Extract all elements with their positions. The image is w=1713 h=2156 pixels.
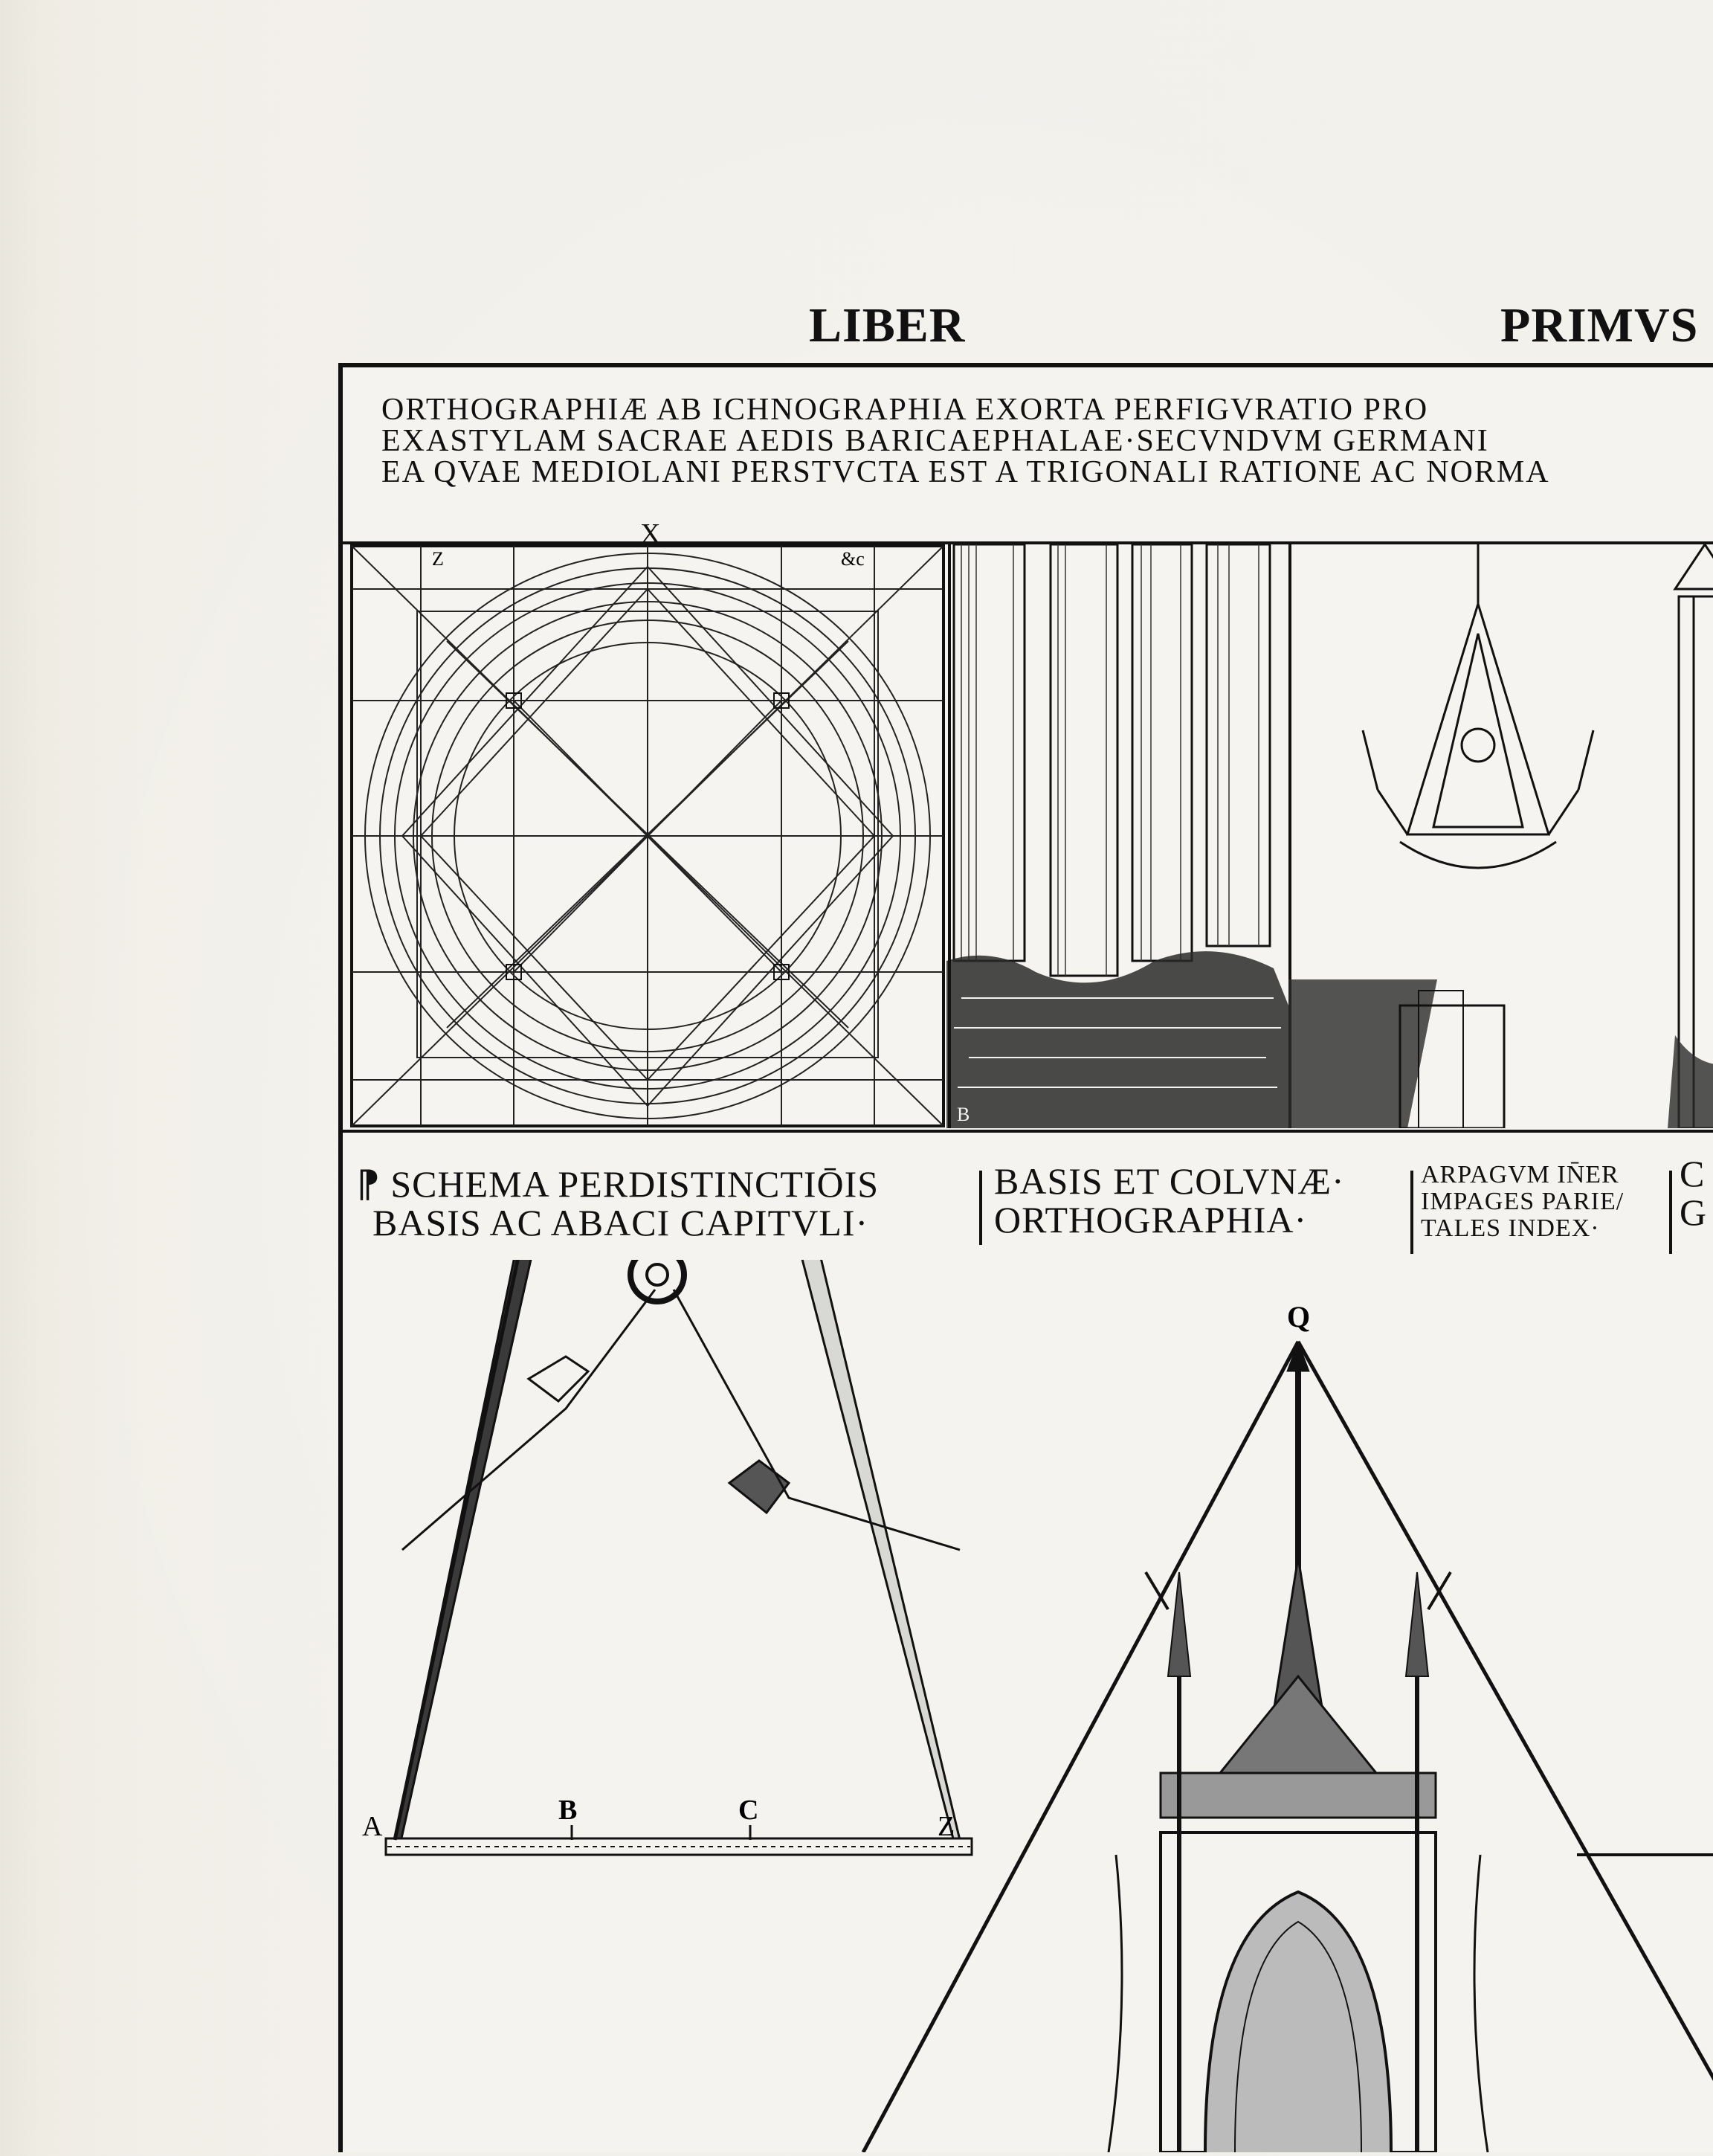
caption-basis-line-2: ORTHOGRAPHIA·	[994, 1199, 1308, 1240]
pendant-canopy-figure	[1288, 544, 1713, 1128]
plate-title: ORTHOGRAPHIÆ AB ICHNOGRAPHIA EXORTA PERF…	[381, 394, 1713, 488]
caption-arpagum-line-3: TALES INDEX·	[1421, 1214, 1600, 1242]
running-head-right: PRIMVS	[1500, 298, 1699, 353]
caption-schema-line-1: ⁋ SCHEMA PERDISTINCTIŌIS	[356, 1163, 880, 1205]
title-line-2: EXASTYLAM SACRAE AEDIS BARICAEPHALAE·SEC…	[381, 424, 1489, 458]
title-line-1: ORTHOGRAPHIÆ AB ICHNOGRAPHIA EXORTA PERF…	[381, 393, 1429, 427]
plan-label-x: X	[662, 544, 683, 545]
ground-plan-figure: X Z &c	[350, 544, 945, 1128]
lower-figures: A B C Z	[343, 840, 1713, 2154]
compass-label-b: B	[558, 1795, 577, 1826]
figure-rule	[343, 1130, 1713, 1133]
caption-bracket-3	[1669, 1171, 1672, 1254]
compass-label-z: Z	[938, 1811, 955, 1842]
compass-label-a: A	[362, 1811, 383, 1842]
column-base-figure: B	[946, 544, 1288, 1128]
paragraph-mark-icon: ⁋	[356, 1163, 391, 1205]
caption-schema-line-2: BASIS AC ABACI CAPITVLI·	[372, 1202, 869, 1243]
running-head-left: LIBER	[809, 298, 966, 353]
woodcut-plate: ORTHOGRAPHIÆ AB ICHNOGRAPHIA EXORTA PERF…	[338, 363, 1713, 2154]
cathedral-elevation-figure	[861, 1340, 1713, 2154]
plan-label-etc: &c	[841, 548, 865, 570]
caption-bracket-2	[1410, 1171, 1413, 1254]
column-label-b: B	[957, 1104, 970, 1125]
caption-basis-line-1: BASIS ET COLVNÆ·	[994, 1160, 1345, 1202]
elevation-label-q: Q	[1287, 1300, 1310, 1333]
title-rule	[343, 541, 1713, 544]
caption-c-line-2: G	[1680, 1191, 1708, 1233]
compass-figure	[384, 840, 973, 1856]
title-line-3: EA QVAE MEDIOLANI PERSTVCTA EST A TRIGON…	[381, 455, 1550, 489]
compass-label-c: C	[738, 1795, 758, 1826]
caption-arpagum-line-1: ARPAGVM IN̄ER	[1421, 1161, 1619, 1188]
caption-c-line-1: C	[1680, 1153, 1706, 1194]
plan-label-top: X	[640, 518, 661, 550]
plan-label-z: Z	[432, 548, 444, 570]
caption-arpagum-line-2: IMPAGES PARIE/	[1421, 1188, 1625, 1215]
caption-bracket-1	[979, 1171, 982, 1245]
